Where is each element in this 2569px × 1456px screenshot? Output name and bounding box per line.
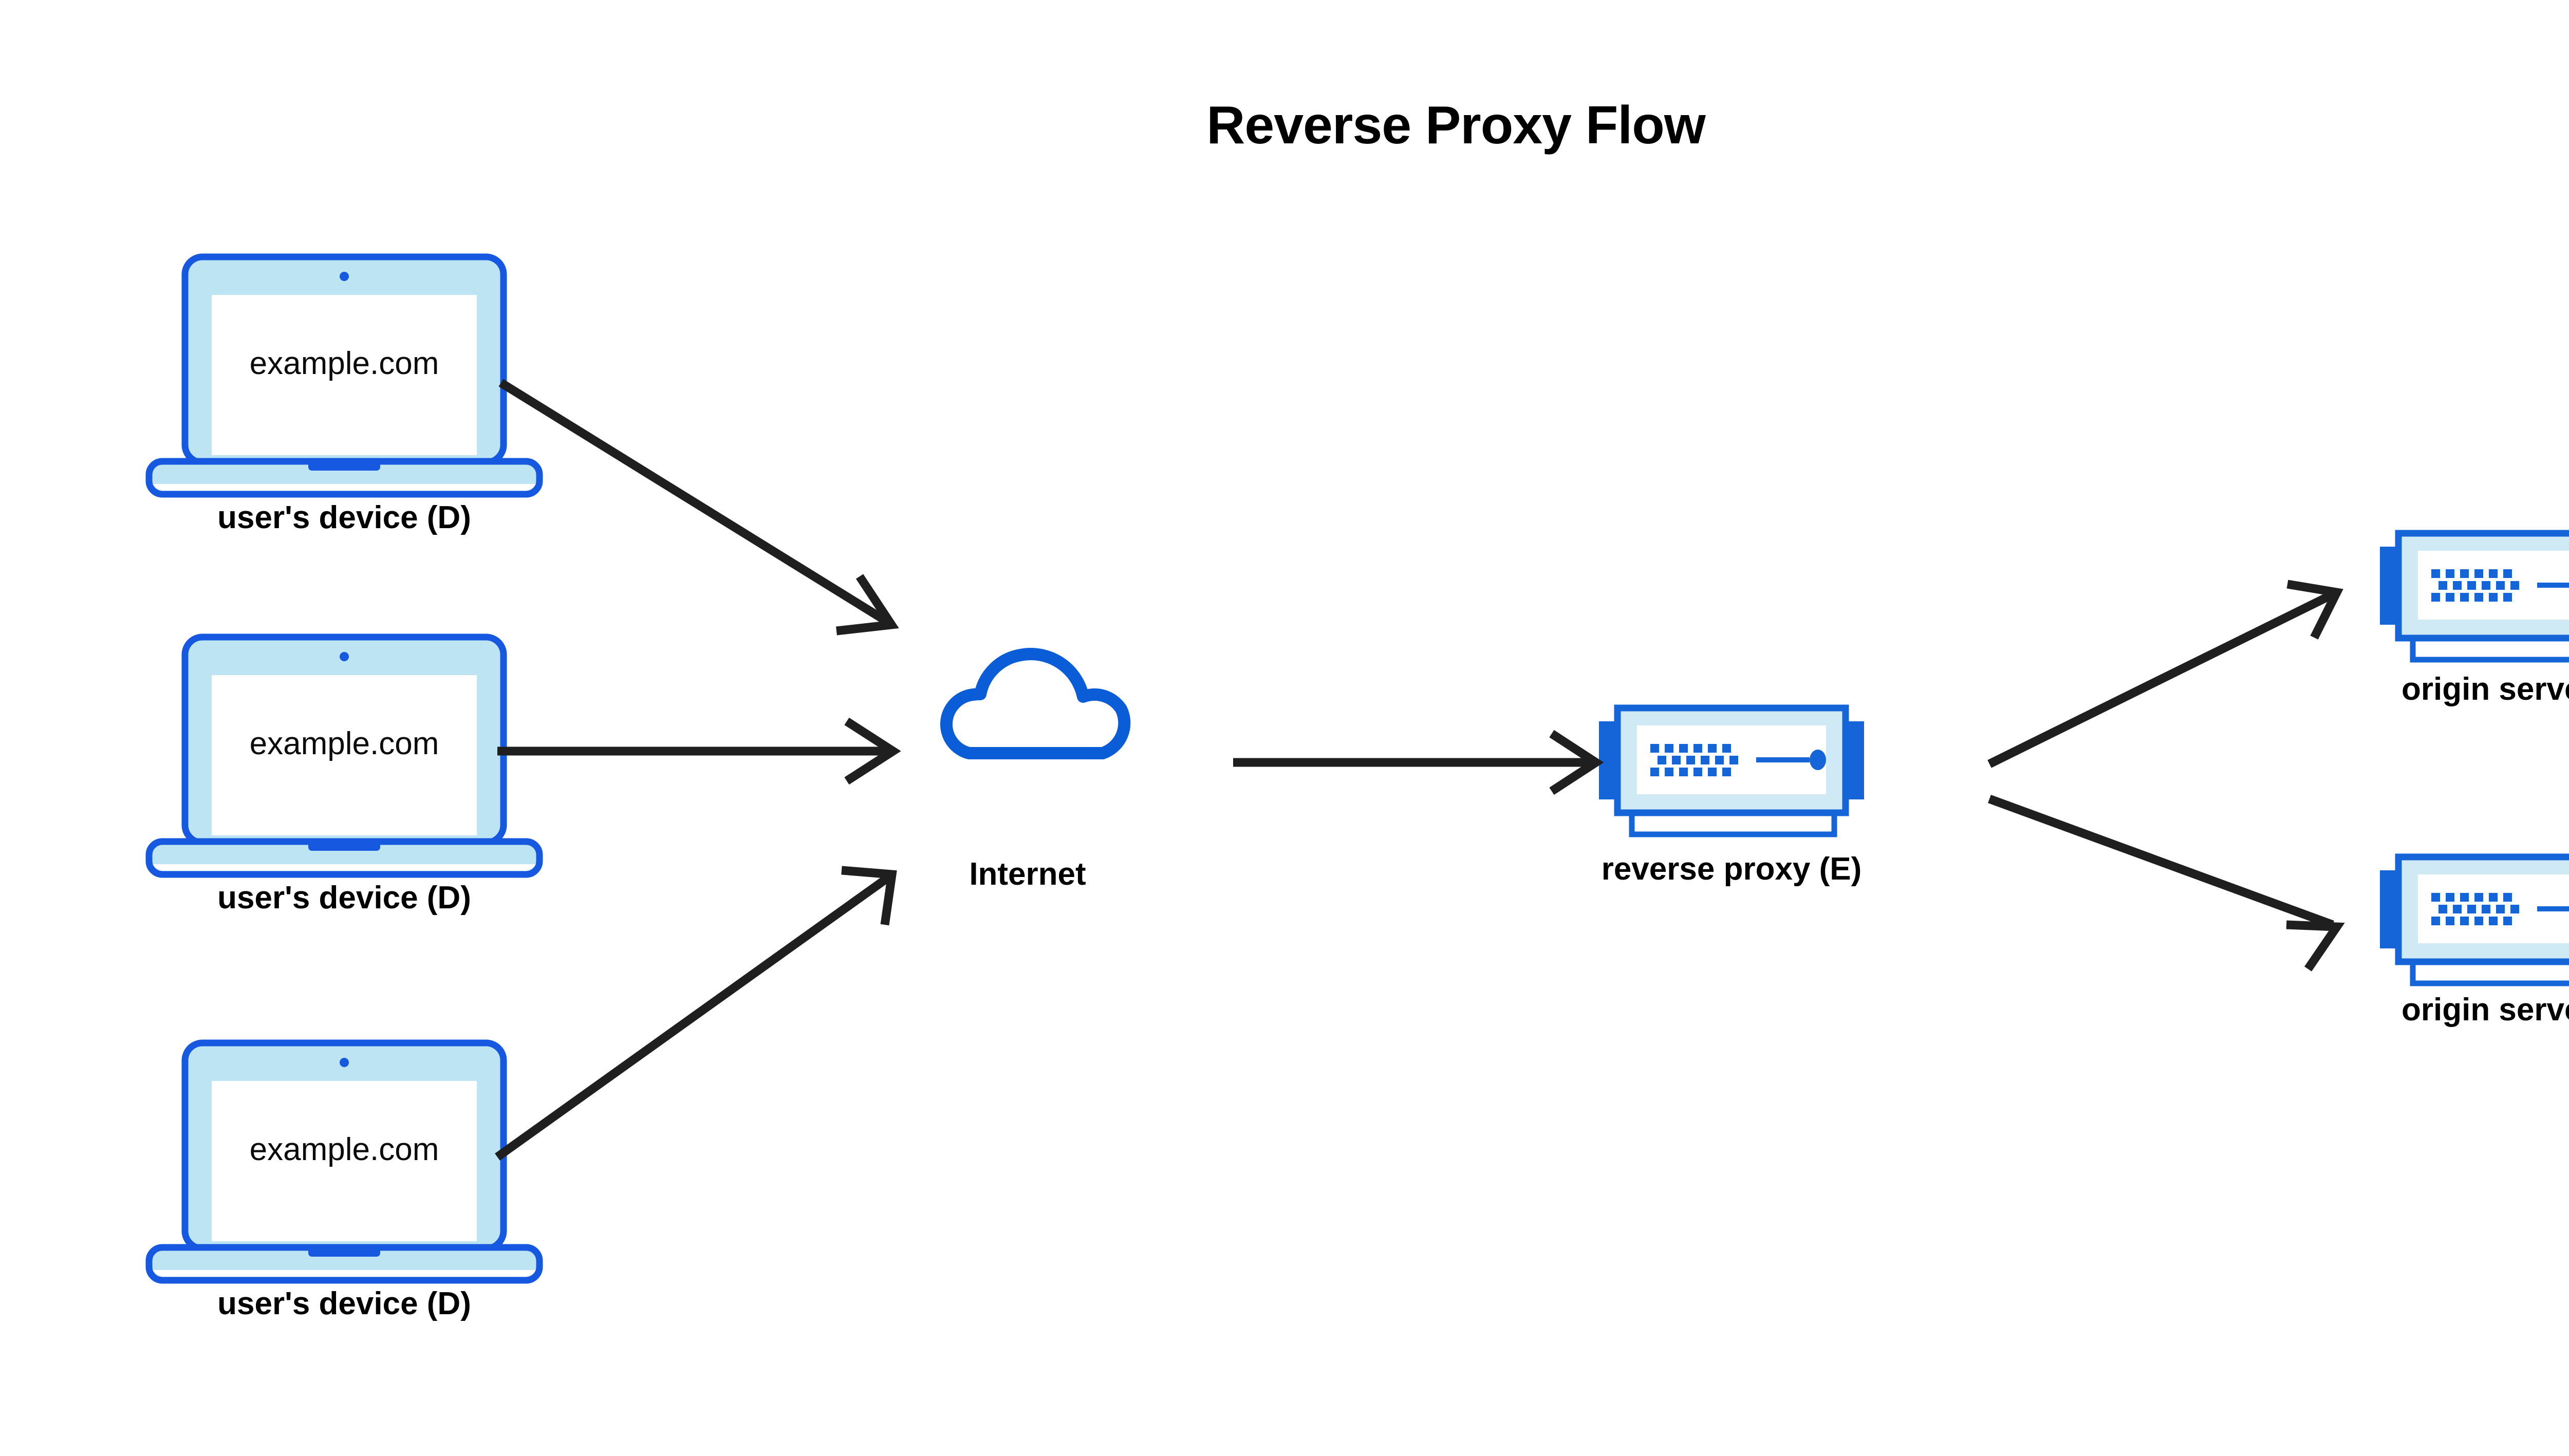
arrow-client-1-to-internet <box>498 379 899 636</box>
arrow-reverse-proxy-to-origin-2 <box>1988 795 2345 972</box>
cloud-icon-internet <box>946 654 1124 753</box>
label-client-3: user's device (D) <box>217 1286 471 1321</box>
server-icon-reverse-proxy <box>1599 708 1864 834</box>
arrow-internet-to-reverse-proxy <box>1233 730 1604 795</box>
server-icon-origin-2 <box>2380 857 2569 983</box>
arrow-client-3-to-internet <box>495 866 897 1161</box>
label-reverse-proxy: reverse proxy (E) <box>1601 851 1862 887</box>
label-origin-2: origin server (F) <box>2402 992 2569 1028</box>
server-icon-origin-1 <box>2380 533 2569 660</box>
label-client-1: user's device (D) <box>217 500 471 535</box>
screen-url-client-2: example.com <box>249 726 439 761</box>
label-origin-1: origin server (F) <box>2402 671 2569 707</box>
arrow-reverse-proxy-to-origin-1 <box>1987 580 2343 768</box>
label-client-2: user's device (D) <box>217 880 471 916</box>
screen-url-client-1: example.com <box>249 346 439 381</box>
arrow-client-2-to-internet <box>497 717 901 785</box>
screen-url-client-3: example.com <box>249 1132 439 1167</box>
page-title: Reverse Proxy Flow <box>1206 96 1705 155</box>
label-internet: Internet <box>969 856 1086 892</box>
